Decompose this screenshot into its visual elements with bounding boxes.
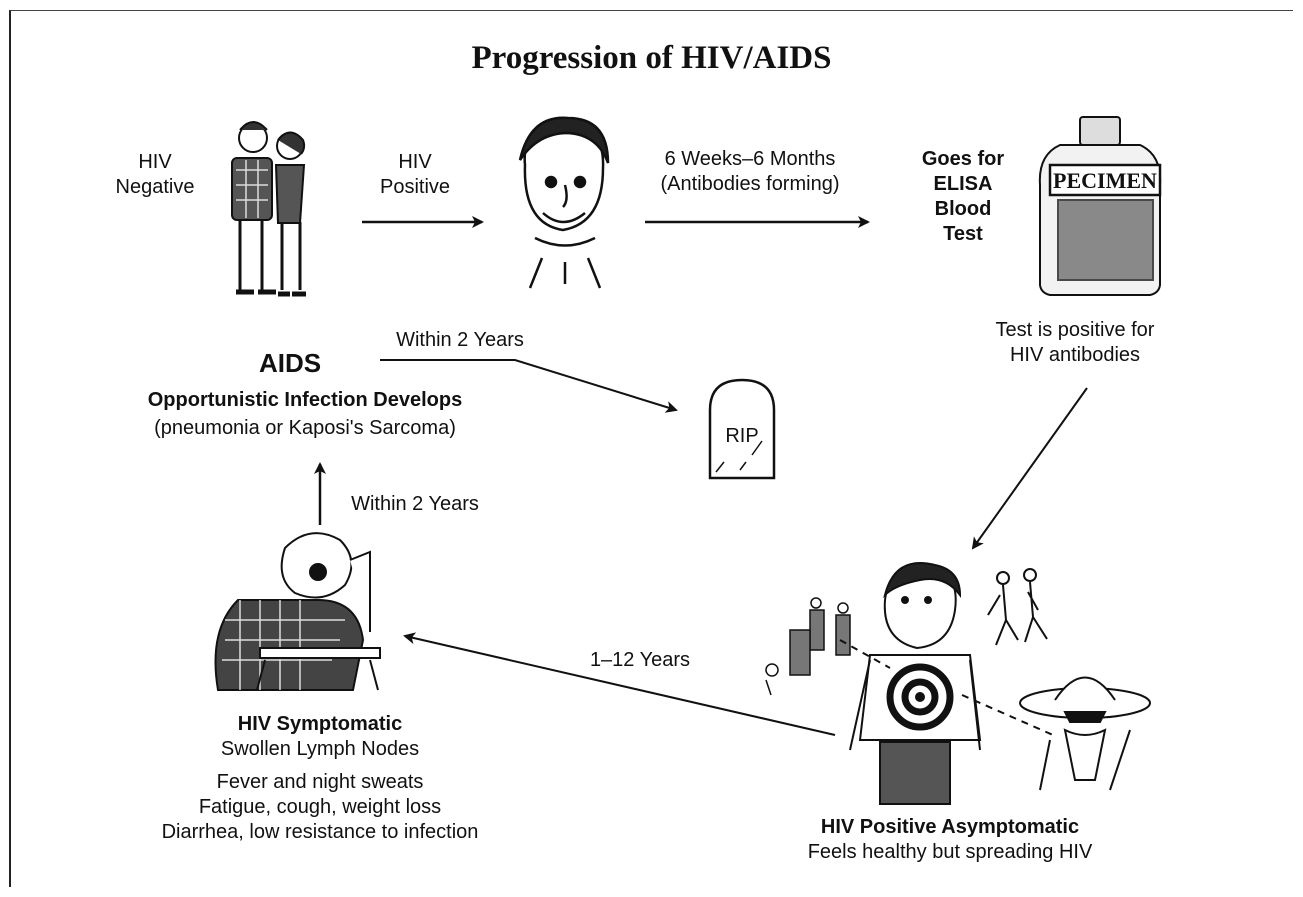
hiv-symptomatic-line3: Fatigue, cough, weight loss	[198, 796, 442, 818]
arrow-test-to-asymptomatic	[971, 387, 1088, 550]
dashed-connector-right	[961, 694, 1054, 736]
antibodies-label: 6 Weeks–6 Months (Antibodies forming)	[630, 147, 870, 197]
hiv-asymptomatic-line1: Feels healthy but spreading HIV	[807, 841, 1093, 863]
man-face-illustration	[518, 116, 610, 289]
gravestone-illustration	[708, 378, 776, 480]
one-twelve-years-label: 1–12 Years	[589, 649, 691, 671]
hiv-positive-line2: Positive	[379, 176, 451, 198]
hiv-negative-line1: HIV	[138, 151, 172, 173]
joggers-illustration	[987, 568, 1048, 646]
hiv-positive-line1: HIV	[398, 151, 432, 173]
test-positive-line2: HIV antibodies	[1009, 344, 1141, 366]
sick-person-illustration	[214, 532, 381, 691]
sombrero-person-illustration	[1019, 676, 1151, 791]
hiv-symptomatic-line2: Fever and night sweats	[216, 771, 424, 793]
hiv-symptomatic-block: HIV Symptomatic Swollen Lymph Nodes Feve…	[120, 712, 520, 845]
people-left-illustration	[765, 597, 851, 696]
elisa-line4: Test	[943, 223, 983, 245]
elisa-line1: Goes for	[921, 148, 1005, 170]
aids-title: AIDS	[258, 348, 322, 378]
test-positive-line1: Test is positive for	[995, 319, 1155, 341]
specimen-jar-label: PECIMEN	[1053, 168, 1157, 193]
hiv-symptomatic-line1: Swollen Lymph Nodes	[220, 738, 420, 760]
test-positive-label: Test is positive for HIV antibodies	[960, 318, 1190, 368]
within-two-years-rip-label: Within 2 Years	[396, 329, 524, 351]
dashed-connector-left	[839, 639, 891, 669]
arrow-asymptomatic-to-symptomatic	[403, 632, 836, 736]
diagram-title: Progression of HIV/AIDS	[471, 40, 832, 76]
diagram-frame	[9, 10, 1293, 887]
hiv-asymptomatic-title: HIV Positive Asymptomatic	[820, 816, 1080, 838]
elisa-line2: ELISA	[933, 173, 993, 195]
aids-line2: (pneumonia or Kaposi's Sarcoma)	[154, 417, 456, 439]
target-man-illustration	[849, 562, 982, 805]
aids-line1: Opportunistic Infection Develops	[147, 389, 463, 411]
rip-label: RIP	[725, 425, 759, 447]
arrow-aids-to-rip	[380, 359, 678, 413]
hiv-positive-label: HIV Positive	[360, 150, 470, 200]
antibodies-line2: (Antibodies forming)	[660, 173, 840, 195]
within-two-years-up-label: Within 2 Years	[351, 493, 479, 515]
hiv-negative-label: HIV Negative	[100, 150, 210, 200]
hiv-symptomatic-line4: Diarrhea, low resistance to infection	[161, 821, 479, 843]
specimen-jar-illustration	[1038, 116, 1162, 296]
elisa-line3: Blood	[934, 198, 992, 220]
elisa-label: Goes for ELISA Blood Test	[898, 147, 1028, 247]
hiv-negative-line2: Negative	[115, 176, 195, 198]
hiv-asymptomatic-block: HIV Positive Asymptomatic Feels healthy …	[770, 815, 1130, 865]
antibodies-line1: 6 Weeks–6 Months	[664, 148, 836, 170]
hiv-symptomatic-title: HIV Symptomatic	[237, 713, 403, 735]
couple-illustration	[231, 121, 306, 297]
